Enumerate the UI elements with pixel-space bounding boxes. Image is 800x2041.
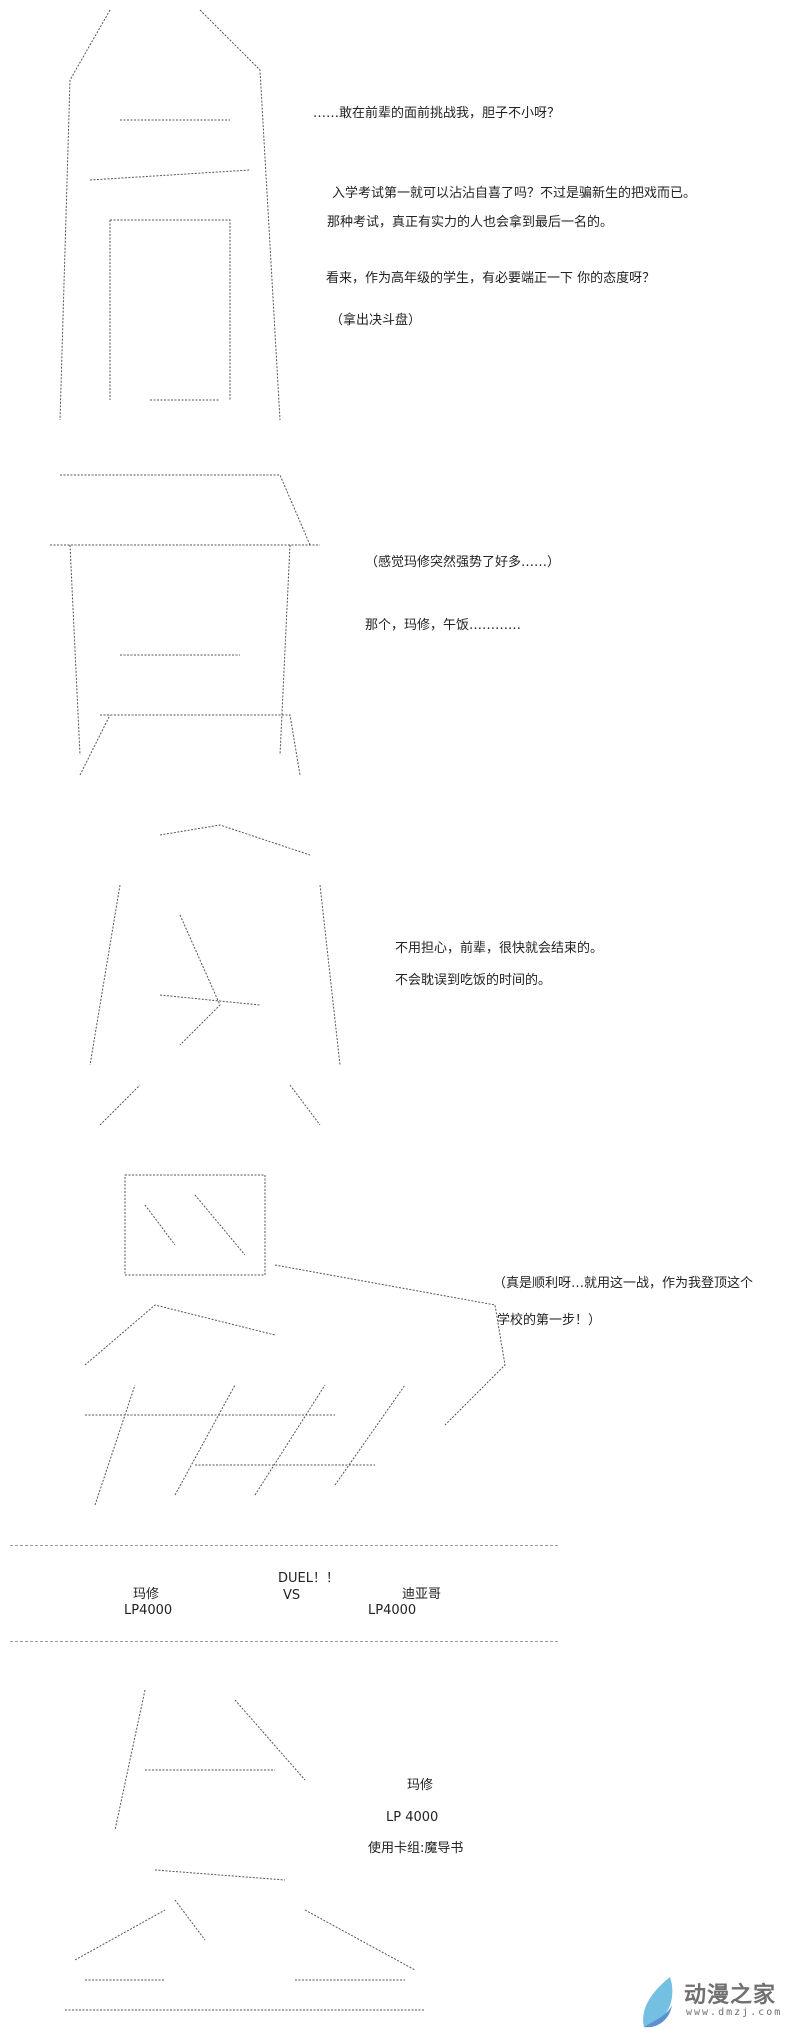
inner-monologue-line: 学校的第一步！） (497, 1313, 602, 1328)
divider-top (10, 1545, 558, 1546)
ascii-art-character-3 (60, 815, 360, 1135)
player2-name: 迪亚哥 (402, 1587, 442, 1602)
dialogue-line: （拿出决斗盘） (330, 313, 422, 328)
dialogue-line: 那种考试，真正有实力的人也会拿到最后一名的。 (327, 215, 614, 230)
watermark-url: www.dmzj.com (686, 2007, 783, 2018)
player2-lp: LP4000 (368, 1603, 417, 1618)
divider-bottom (10, 1641, 558, 1642)
player-deck: 使用卡组:魔导书 (368, 1841, 464, 1856)
dialogue-line: 看来，作为高年级的学生，有必要端正一下 你的态度呀？ (326, 271, 656, 286)
player1-name: 玛修 (133, 1587, 160, 1602)
dialogue-line: ……敢在前辈的面前挑战我，胆子不小呀？ (313, 106, 561, 121)
player-name: 玛修 (407, 1778, 434, 1793)
ascii-art-character-1 (50, 0, 310, 425)
ascii-art-character-2 (40, 455, 330, 780)
player-lp: LP 4000 (386, 1810, 439, 1825)
vs-label: VS (283, 1588, 301, 1603)
ascii-art-duel-disk (75, 1165, 515, 1515)
player1-lp: LP4000 (124, 1603, 173, 1618)
dialogue-line: 不用担心，前辈，很快就会结束的。 (395, 941, 604, 956)
watermark-name: 动漫之家 (684, 1983, 777, 2008)
dialogue-line: 不会耽误到吃饭的时间的。 (395, 973, 552, 988)
dialogue-line: 那个，玛修，午饭………… (365, 618, 522, 633)
dialogue-line: 入学考试第一就可以沾沾自喜了吗？不过是骗新生的把戏而已。 (332, 186, 697, 201)
flame-logo-icon (643, 1977, 673, 2028)
ascii-art-character-5 (55, 1680, 435, 2030)
dialogue-line: （感觉玛修突然强势了好多……） (365, 555, 561, 570)
inner-monologue-line: （真是顺利呀…就用这一战，作为我登顶这个 (493, 1276, 754, 1291)
dmzj-watermark-logo: 动漫之家 www.dmzj.com (640, 1975, 790, 2035)
duel-title: DUEL！！ (278, 1571, 339, 1586)
